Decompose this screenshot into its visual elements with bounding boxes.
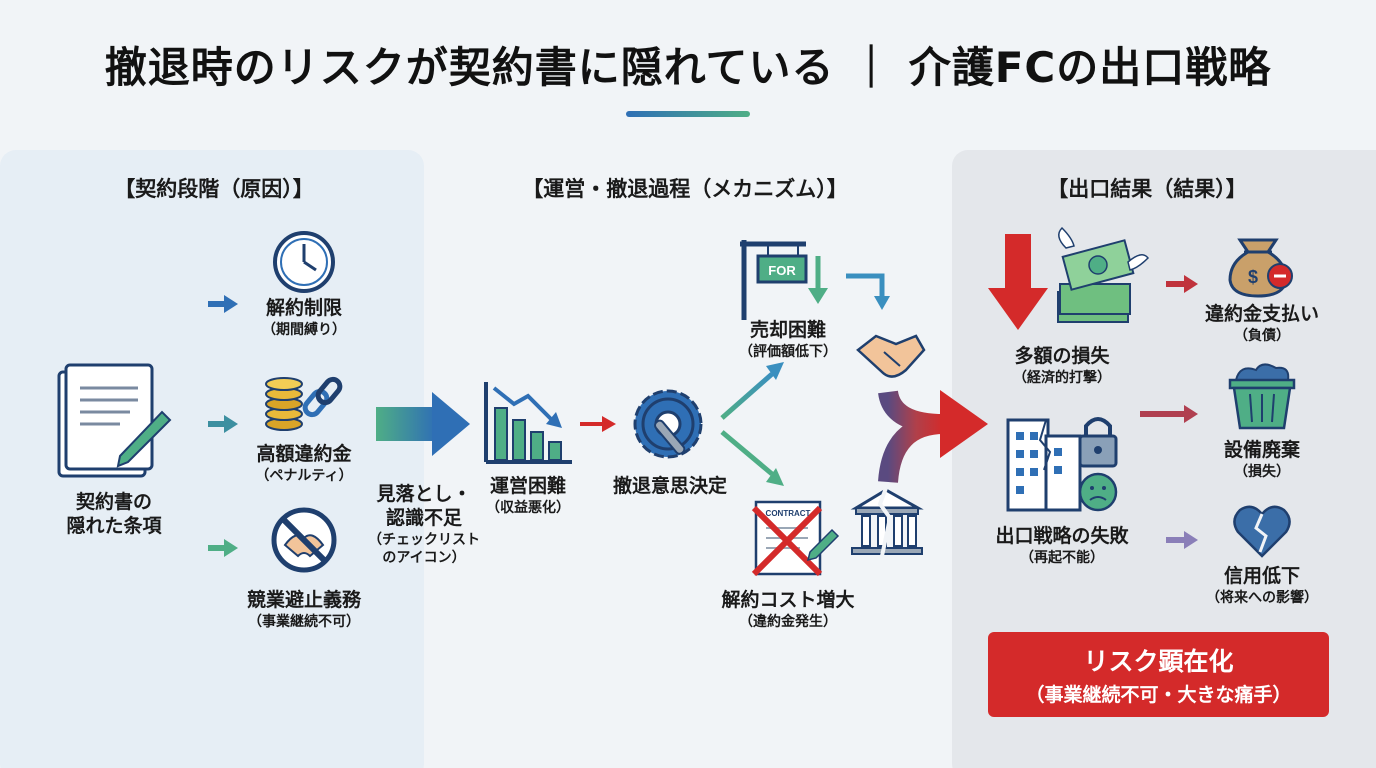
operation-label-sub: （収益悪化） xyxy=(486,500,570,516)
for-sale-sign-icon xyxy=(740,240,828,320)
red-down-arrow xyxy=(988,234,1048,330)
failure-label-sub: （再起不能） xyxy=(1019,550,1104,566)
handshake-icon xyxy=(856,334,926,378)
sale-label-main: 売却困難 xyxy=(749,319,826,341)
clock-icon xyxy=(273,231,335,293)
sale-label: 売却困難 （評価額低下） xyxy=(739,318,837,362)
clause-penalty: 高額違約金 （ペナルティ） xyxy=(255,442,352,486)
contract-label-line1: 契約書の xyxy=(75,491,153,513)
clause-sub: （期間縛り） xyxy=(262,322,346,338)
merge-red-arrow xyxy=(878,389,988,483)
page-title: 撤退時のリスクが契約書に隠れている ｜ 介護FCの出口戦略 xyxy=(104,43,1272,92)
outcome-equipment-disposal: 設備廃棄 （損失） xyxy=(1224,438,1300,482)
oversight-line2: 認識不足 xyxy=(385,507,462,529)
coins-chain-icon xyxy=(265,376,343,431)
for-sale-sign-text: FOR xyxy=(768,263,796,278)
flying-money-icon xyxy=(1057,226,1149,323)
cost-label-main: 解約コスト増大 xyxy=(721,589,855,611)
loss-label-main: 多額の損失 xyxy=(1014,345,1110,367)
oversight-sub1: （チェックリスト xyxy=(368,532,480,548)
loss-label-sub: （経済的打撃） xyxy=(1013,370,1111,386)
red-arrow-small xyxy=(580,416,616,432)
section-title-mechanism: 【運営・撤退過程（メカニズム）】 xyxy=(522,177,848,201)
risk-realization-box: リスク顕在化 （事業継続不可・大きな痛手） xyxy=(988,632,1329,717)
operation-label-main: 運営困難 xyxy=(489,475,566,497)
outcome-label: 違約金支払い xyxy=(1204,303,1320,325)
broken-bank-icon xyxy=(850,487,924,557)
handshake-step-arrow xyxy=(846,273,890,310)
failure-label-main: 出口戦略の失敗 xyxy=(995,525,1129,547)
cost-label: 解約コスト増大 （違約金発生） xyxy=(721,588,854,632)
contract-label-line2: 隠れた条項 xyxy=(66,515,162,537)
outcome-penalty-payment: 違約金支払い （負債） xyxy=(1205,302,1319,346)
outcome-sub: （負債） xyxy=(1233,328,1290,344)
declining-chart-icon xyxy=(484,382,572,464)
outcome-label: 設備廃棄 xyxy=(1223,439,1301,461)
oversight-label: 見落とし・ 認識不足 （チェックリスト のアイコン） xyxy=(368,482,480,568)
clause-cancel-restriction: 解約制限 （期間縛り） xyxy=(262,296,346,340)
broken-heart-icon xyxy=(1233,505,1291,558)
clause-sub: （事業継続不可） xyxy=(247,614,360,630)
cost-label-sub: （違約金発生） xyxy=(738,614,837,630)
failure-label: 出口戦略の失敗 （再起不能） xyxy=(995,524,1128,568)
no-handshake-icon xyxy=(271,507,337,573)
clause-branch-arrows xyxy=(178,295,238,557)
risk-subtitle: （事業継続不可・大きな痛手） xyxy=(1025,684,1292,706)
clause-label: 高額違約金 xyxy=(256,443,352,465)
contract-document-icon xyxy=(57,363,172,478)
section-title-result: 【出口結果（結果）】 xyxy=(1047,177,1247,201)
decision-branch-arrows xyxy=(720,362,784,486)
title-underline xyxy=(626,111,750,117)
money-bag-minus-icon xyxy=(1228,238,1293,298)
dollar-sign-icon: $ xyxy=(1248,267,1258,287)
contract-doc-text: CONTRACT xyxy=(766,509,811,518)
big-transition-arrow xyxy=(376,392,470,456)
operation-label: 運営困難 （収益悪化） xyxy=(486,474,570,518)
clause-non-compete: 競業避止義務 （事業継続不可） xyxy=(247,588,361,632)
outcome-credit-loss: 信用低下 （将来への影響） xyxy=(1206,564,1318,608)
contract-label: 契約書の 隠れた条項 xyxy=(66,490,161,538)
outcome-label: 信用低下 xyxy=(1223,565,1300,587)
decision-label: 撤退意思決定 xyxy=(612,475,728,497)
clause-sub: （ペナルティ） xyxy=(255,468,353,484)
trash-bin-icon xyxy=(1228,363,1296,430)
clause-label: 競業避止義務 xyxy=(246,589,362,611)
outcome-branch-arrows xyxy=(1140,275,1198,549)
cancelled-contract-icon xyxy=(751,500,840,577)
loss-label: 多額の損失 （経済的打撃） xyxy=(1013,344,1111,388)
failed-building-icon xyxy=(1006,417,1118,512)
outcome-sub: （損失） xyxy=(1233,464,1290,480)
oversight-line1: 見落とし・ xyxy=(376,483,472,505)
outcome-sub: （将来への影響） xyxy=(1206,590,1318,606)
clause-label: 解約制限 xyxy=(265,297,342,319)
sale-label-sub: （評価額低下） xyxy=(739,344,837,360)
gear-wrench-icon xyxy=(633,389,703,459)
section-title-contract: 【契約段階（原因）】 xyxy=(114,177,314,201)
risk-title: リスク顕在化 xyxy=(1083,647,1234,676)
oversight-sub2: のアイコン） xyxy=(382,550,466,566)
